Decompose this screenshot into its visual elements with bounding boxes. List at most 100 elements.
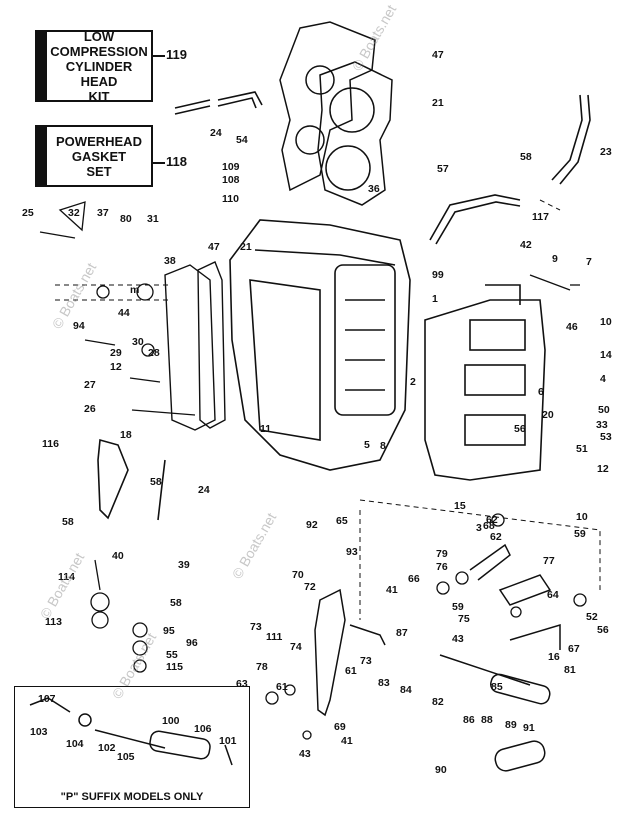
- part-callout-41: 41: [386, 584, 398, 596]
- fasteners: [39, 201, 587, 740]
- kit-ref-118: 118: [166, 154, 187, 169]
- part-callout-7: 7: [586, 256, 592, 268]
- part-callout-14: 14: [600, 349, 612, 361]
- part-callout-m: m: [130, 284, 139, 296]
- part-callout-89: 89: [505, 719, 517, 731]
- part-callout-24: 24: [210, 127, 222, 139]
- part-callout-3: 3: [476, 522, 482, 534]
- part-callout-54: 54: [236, 134, 248, 146]
- crankcase-cover: [424, 284, 546, 481]
- part-callout-32: 32: [68, 207, 80, 219]
- part-callout-109: 109: [222, 161, 240, 173]
- part-callout-63: 63: [236, 678, 248, 690]
- part-callout-80: 80: [120, 213, 132, 225]
- part-callout-28: 28: [148, 347, 160, 359]
- part-callout-16: 16: [548, 651, 560, 663]
- part-callout-58: 58: [170, 597, 182, 609]
- part-callout-116: 116: [42, 438, 59, 450]
- low-compression-kit-box: LOW COMPRESSION CYLINDER HEAD KIT: [45, 29, 153, 104]
- part-callout-65: 65: [336, 515, 348, 527]
- part-callout-69: 69: [334, 721, 346, 733]
- part-callout-41: 41: [341, 735, 353, 747]
- part-callout-1: 1: [432, 293, 438, 305]
- part-callout-5: 5: [364, 439, 370, 451]
- part-callout-51: 51: [576, 443, 588, 455]
- part-callout-30: 30: [132, 336, 144, 348]
- powerhead-gasket-set-box: POWERHEAD GASKET SET: [45, 125, 153, 187]
- part-callout-94: 94: [73, 320, 85, 332]
- part-callout-62: 62: [490, 531, 502, 543]
- part-callout-76: 76: [436, 561, 448, 573]
- part-callout-84: 84: [400, 684, 412, 696]
- kit-leader-1: [153, 55, 165, 57]
- part-callout-115: 115: [166, 661, 183, 673]
- p-suffix-inset: [14, 686, 250, 808]
- watermarks: © Boats.net© Boats.net© Boats.net© Boats…: [37, 2, 400, 702]
- hoses: [97, 91, 591, 521]
- part-callout-10: 10: [600, 316, 612, 328]
- part-callout-37: 37: [97, 207, 109, 219]
- part-callout-111: 111: [266, 631, 283, 643]
- part-callout-43: 43: [299, 748, 311, 760]
- guide-lines: [55, 199, 601, 620]
- head-gasket: [317, 61, 393, 206]
- part-callout-52: 52: [586, 611, 598, 623]
- part-callout-61: 61: [276, 681, 288, 693]
- kit-box-shadow-2: [35, 125, 47, 187]
- part-callout-102: 102: [98, 742, 116, 754]
- part-callout-82: 82: [432, 696, 444, 708]
- part-callout-68: 68: [483, 520, 495, 532]
- part-callout-36: 36: [368, 183, 380, 195]
- part-callout-73: 73: [250, 621, 262, 633]
- part-callout-66: 66: [408, 573, 420, 585]
- part-callout-58: 58: [150, 476, 162, 488]
- part-callout-9: 9: [552, 253, 558, 265]
- part-callout-74: 74: [290, 641, 302, 653]
- part-callout-46: 46: [566, 321, 578, 333]
- part-callout-43: 43: [452, 633, 464, 645]
- part-callout-58: 58: [62, 516, 74, 528]
- part-callout-39: 39: [178, 559, 190, 571]
- part-callout-104: 104: [66, 738, 84, 750]
- linkage: [314, 543, 561, 772]
- part-callout-12: 12: [597, 463, 609, 475]
- part-callout-53: 53: [600, 431, 612, 443]
- part-callout-47: 47: [432, 49, 444, 61]
- p-suffix-caption: "P" SUFFIX MODELS ONLY: [60, 791, 204, 803]
- part-callout-101: 101: [219, 735, 237, 747]
- watermark-text: © Boats.net: [349, 2, 400, 74]
- part-callout-4: 4: [600, 373, 606, 385]
- part-callout-81: 81: [564, 664, 576, 676]
- kit-leader-2: [153, 162, 165, 164]
- part-callout-59: 59: [574, 528, 586, 540]
- p-suffix-parts: [29, 697, 233, 766]
- part-callout-11: 11: [260, 423, 271, 435]
- kit-ref-119: 119: [166, 47, 187, 62]
- part-callout-38: 38: [164, 255, 176, 267]
- part-callout-75: 75: [458, 613, 470, 625]
- part-callout-93: 93: [346, 546, 358, 558]
- part-callout-73: 73: [360, 655, 372, 667]
- part-callout-62: 62: [486, 514, 498, 526]
- part-callout-100: 100: [162, 715, 180, 727]
- part-callout-21: 21: [240, 241, 252, 253]
- part-callout-15: 15: [454, 500, 466, 512]
- part-callout-33: 33: [596, 419, 608, 431]
- part-callout-117: 117: [532, 211, 549, 223]
- part-callout-44: 44: [118, 307, 130, 319]
- cylinder-block: [229, 219, 411, 471]
- part-callout-106: 106: [194, 723, 212, 735]
- part-callout-24: 24: [198, 484, 210, 496]
- part-callout-91: 91: [523, 722, 535, 734]
- watermark-text: © Boats.net: [37, 550, 88, 622]
- part-callout-42: 42: [520, 239, 532, 251]
- part-callout-79: 79: [436, 548, 448, 560]
- part-callout-56: 56: [514, 423, 526, 435]
- part-callout-99: 99: [432, 269, 444, 281]
- part-callout-31: 31: [147, 213, 159, 225]
- part-callout-107: 107: [38, 693, 56, 705]
- part-callout-113: 113: [45, 616, 62, 628]
- part-callout-56: 56: [597, 624, 609, 636]
